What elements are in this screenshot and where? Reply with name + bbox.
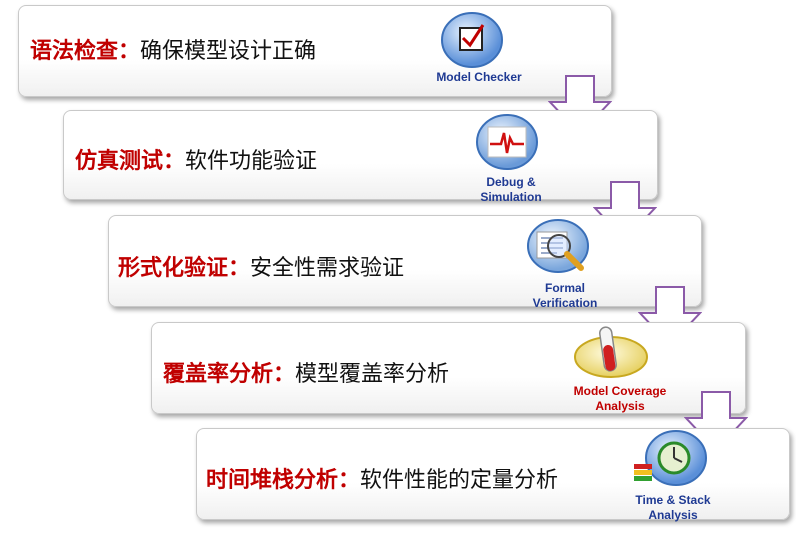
step-description: 软件性能的定量分析 bbox=[360, 468, 559, 493]
stopwatch-icon bbox=[634, 430, 707, 486]
step-title: 时间堆栈分析 bbox=[206, 468, 339, 493]
step-separator: ： bbox=[273, 362, 296, 387]
step-card-coverage-analysis bbox=[151, 322, 746, 414]
checkbox-icon bbox=[441, 12, 503, 68]
step-description: 模型覆盖率分析 bbox=[295, 362, 450, 387]
tool-name: Debug & bbox=[486, 175, 536, 189]
tool-name-line2: Analysis bbox=[595, 399, 645, 413]
step-card-formal-verification bbox=[108, 215, 702, 307]
tool-caption-model-checker: Model Checker bbox=[424, 70, 534, 85]
step-separator: ： bbox=[118, 39, 141, 64]
test-tube-icon bbox=[574, 326, 648, 378]
step-separator: ： bbox=[163, 149, 186, 174]
step-label-formal-verification: 形式化验证：安全性需求验证 bbox=[118, 250, 404, 282]
step-title: 语法检查 bbox=[30, 39, 119, 64]
tool-name: Formal bbox=[544, 281, 585, 295]
step-label-syntax-check: 语法检查：确保模型设计正确 bbox=[30, 33, 316, 65]
step-separator: ： bbox=[228, 256, 251, 281]
tool-caption-formal-verification: Formal Verification bbox=[510, 281, 620, 311]
tool-name-line2: Simulation bbox=[480, 190, 542, 204]
step-label-coverage-analysis: 覆盖率分析：模型覆盖率分析 bbox=[163, 356, 449, 388]
tool-name: Time & Stack bbox=[635, 493, 711, 507]
magnifier-document-icon bbox=[527, 219, 589, 273]
tool-name: Model Checker bbox=[436, 70, 522, 84]
tool-name-line2: Verification bbox=[532, 296, 598, 310]
tool-caption-debug-simulation: Debug & Simulation bbox=[456, 175, 566, 205]
waveform-icon bbox=[476, 114, 538, 170]
step-title: 仿真测试 bbox=[75, 149, 164, 174]
step-separator: ： bbox=[338, 468, 361, 493]
step-title: 形式化验证 bbox=[118, 256, 229, 281]
step-label-time-stack-analysis: 时间堆栈分析：软件性能的定量分析 bbox=[206, 462, 558, 494]
step-title: 覆盖率分析 bbox=[163, 362, 274, 387]
step-label-simulation: 仿真测试：软件功能验证 bbox=[75, 143, 317, 175]
tool-caption-model-coverage: Model Coverage Analysis bbox=[560, 384, 680, 414]
step-description: 确保模型设计正确 bbox=[140, 39, 317, 64]
tool-name: Model Coverage bbox=[573, 384, 667, 398]
step-description: 软件功能验证 bbox=[185, 149, 318, 174]
tool-caption-time-stack: Time & Stack Analysis bbox=[618, 493, 728, 523]
step-description: 安全性需求验证 bbox=[250, 256, 405, 281]
step-card-simulation bbox=[63, 110, 658, 200]
step-card-syntax-check bbox=[18, 5, 612, 97]
tool-name-line2: Analysis bbox=[648, 508, 698, 522]
